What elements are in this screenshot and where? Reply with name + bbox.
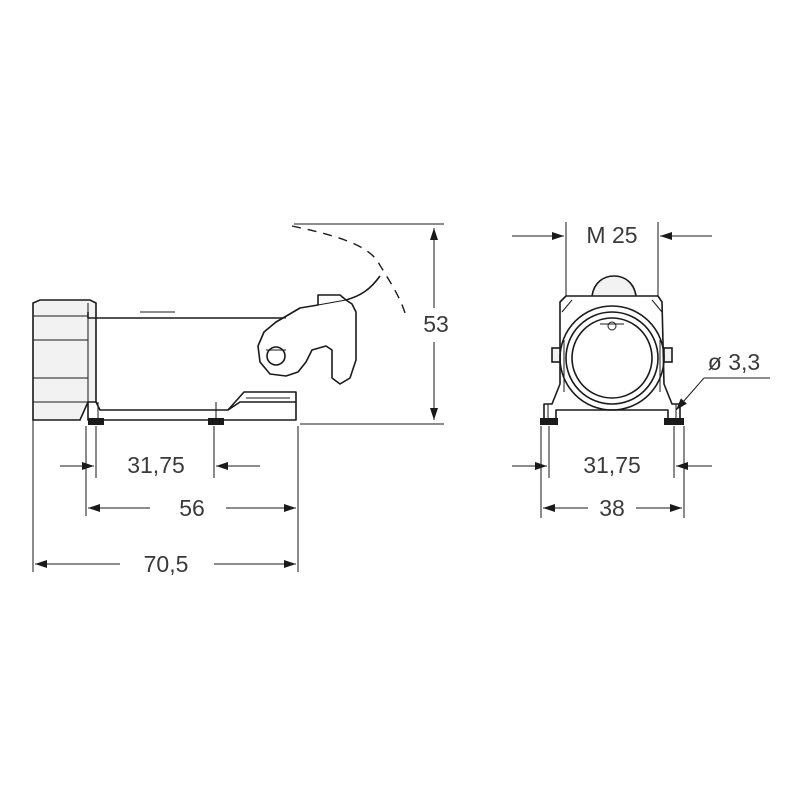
base-width-dim-label: 38 <box>599 495 625 521</box>
hole-dim-label: ø 3,3 <box>708 349 760 375</box>
front-view: M 25 ø 3,3 31,75 38 <box>512 222 770 521</box>
overall-length-dim-label: 70,5 <box>144 551 189 577</box>
mount-pad-left <box>88 418 104 425</box>
side-view: 53 31,75 56 70,5 <box>32 223 449 577</box>
front-mount-pad-left <box>540 418 558 425</box>
mount-pad-right <box>208 418 224 425</box>
height-dim-label: 53 <box>423 311 449 337</box>
front-spacing-dim-label: 31,75 <box>583 452 641 478</box>
front-mount-pad-right <box>664 418 684 425</box>
side-spacing-dim-label: 31,75 <box>127 452 185 478</box>
base-length-dim-label: 56 <box>179 495 205 521</box>
thread-dim-label: M 25 <box>586 222 637 248</box>
